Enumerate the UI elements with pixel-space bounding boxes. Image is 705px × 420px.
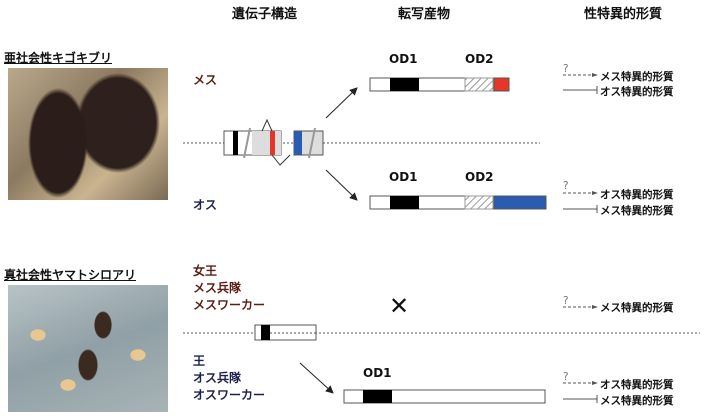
cockroach-gene-structure	[223, 118, 324, 166]
termite-species-label: 真社会性ヤマトシロアリ	[4, 268, 137, 282]
termite-male-transcript	[343, 389, 546, 404]
arrow	[325, 169, 358, 201]
od2-label: OD2	[465, 52, 494, 66]
trait-label: オス特異的形質	[600, 379, 674, 391]
question-mark: ?	[563, 180, 569, 192]
arrow	[325, 87, 358, 119]
cockroach-photo	[8, 68, 168, 200]
male-label: オス	[193, 198, 218, 212]
female-label: メス	[193, 73, 218, 87]
arrow	[299, 362, 334, 394]
male-caste-worker: オスワーカー	[193, 388, 266, 402]
header-sex-trait: 性特異的形質	[584, 7, 663, 22]
header-gene-structure: 遺伝子構造	[232, 7, 298, 22]
female-transcript	[369, 77, 510, 92]
trait-label: オス特異的形質	[600, 189, 674, 201]
od1-label: OD1	[389, 170, 418, 184]
cockroach-species-label: 亜社会性キゴキブリ	[4, 51, 113, 65]
termite-gene-structure	[254, 324, 317, 341]
trait-label: メス特異的形質	[600, 71, 674, 83]
female-caste-queen: 女王	[193, 264, 218, 278]
trait-label: オス特異的形質	[600, 86, 674, 98]
no-transcript-cross: ✕	[389, 292, 410, 320]
question-mark: ?	[563, 63, 569, 75]
question-mark: ?	[563, 371, 569, 383]
termite-photo	[8, 285, 168, 412]
trait-label: メス特異的形質	[600, 205, 674, 217]
od1-label: OD1	[363, 366, 392, 380]
male-caste-king: 王	[193, 354, 206, 368]
female-caste-soldier: メス兵隊	[193, 281, 242, 295]
od1-label: OD1	[389, 52, 418, 66]
trait-label: メス特異的形質	[600, 302, 674, 314]
male-caste-soldier: オス兵隊	[193, 371, 242, 385]
question-mark: ?	[563, 295, 569, 307]
trait-arrows	[563, 73, 598, 403]
od2-label: OD2	[465, 170, 494, 184]
male-transcript	[369, 195, 547, 210]
trait-label: メス特異的形質	[600, 395, 674, 407]
female-caste-worker: メスワーカー	[193, 298, 266, 312]
header-transcript: 転写産物	[398, 7, 451, 22]
